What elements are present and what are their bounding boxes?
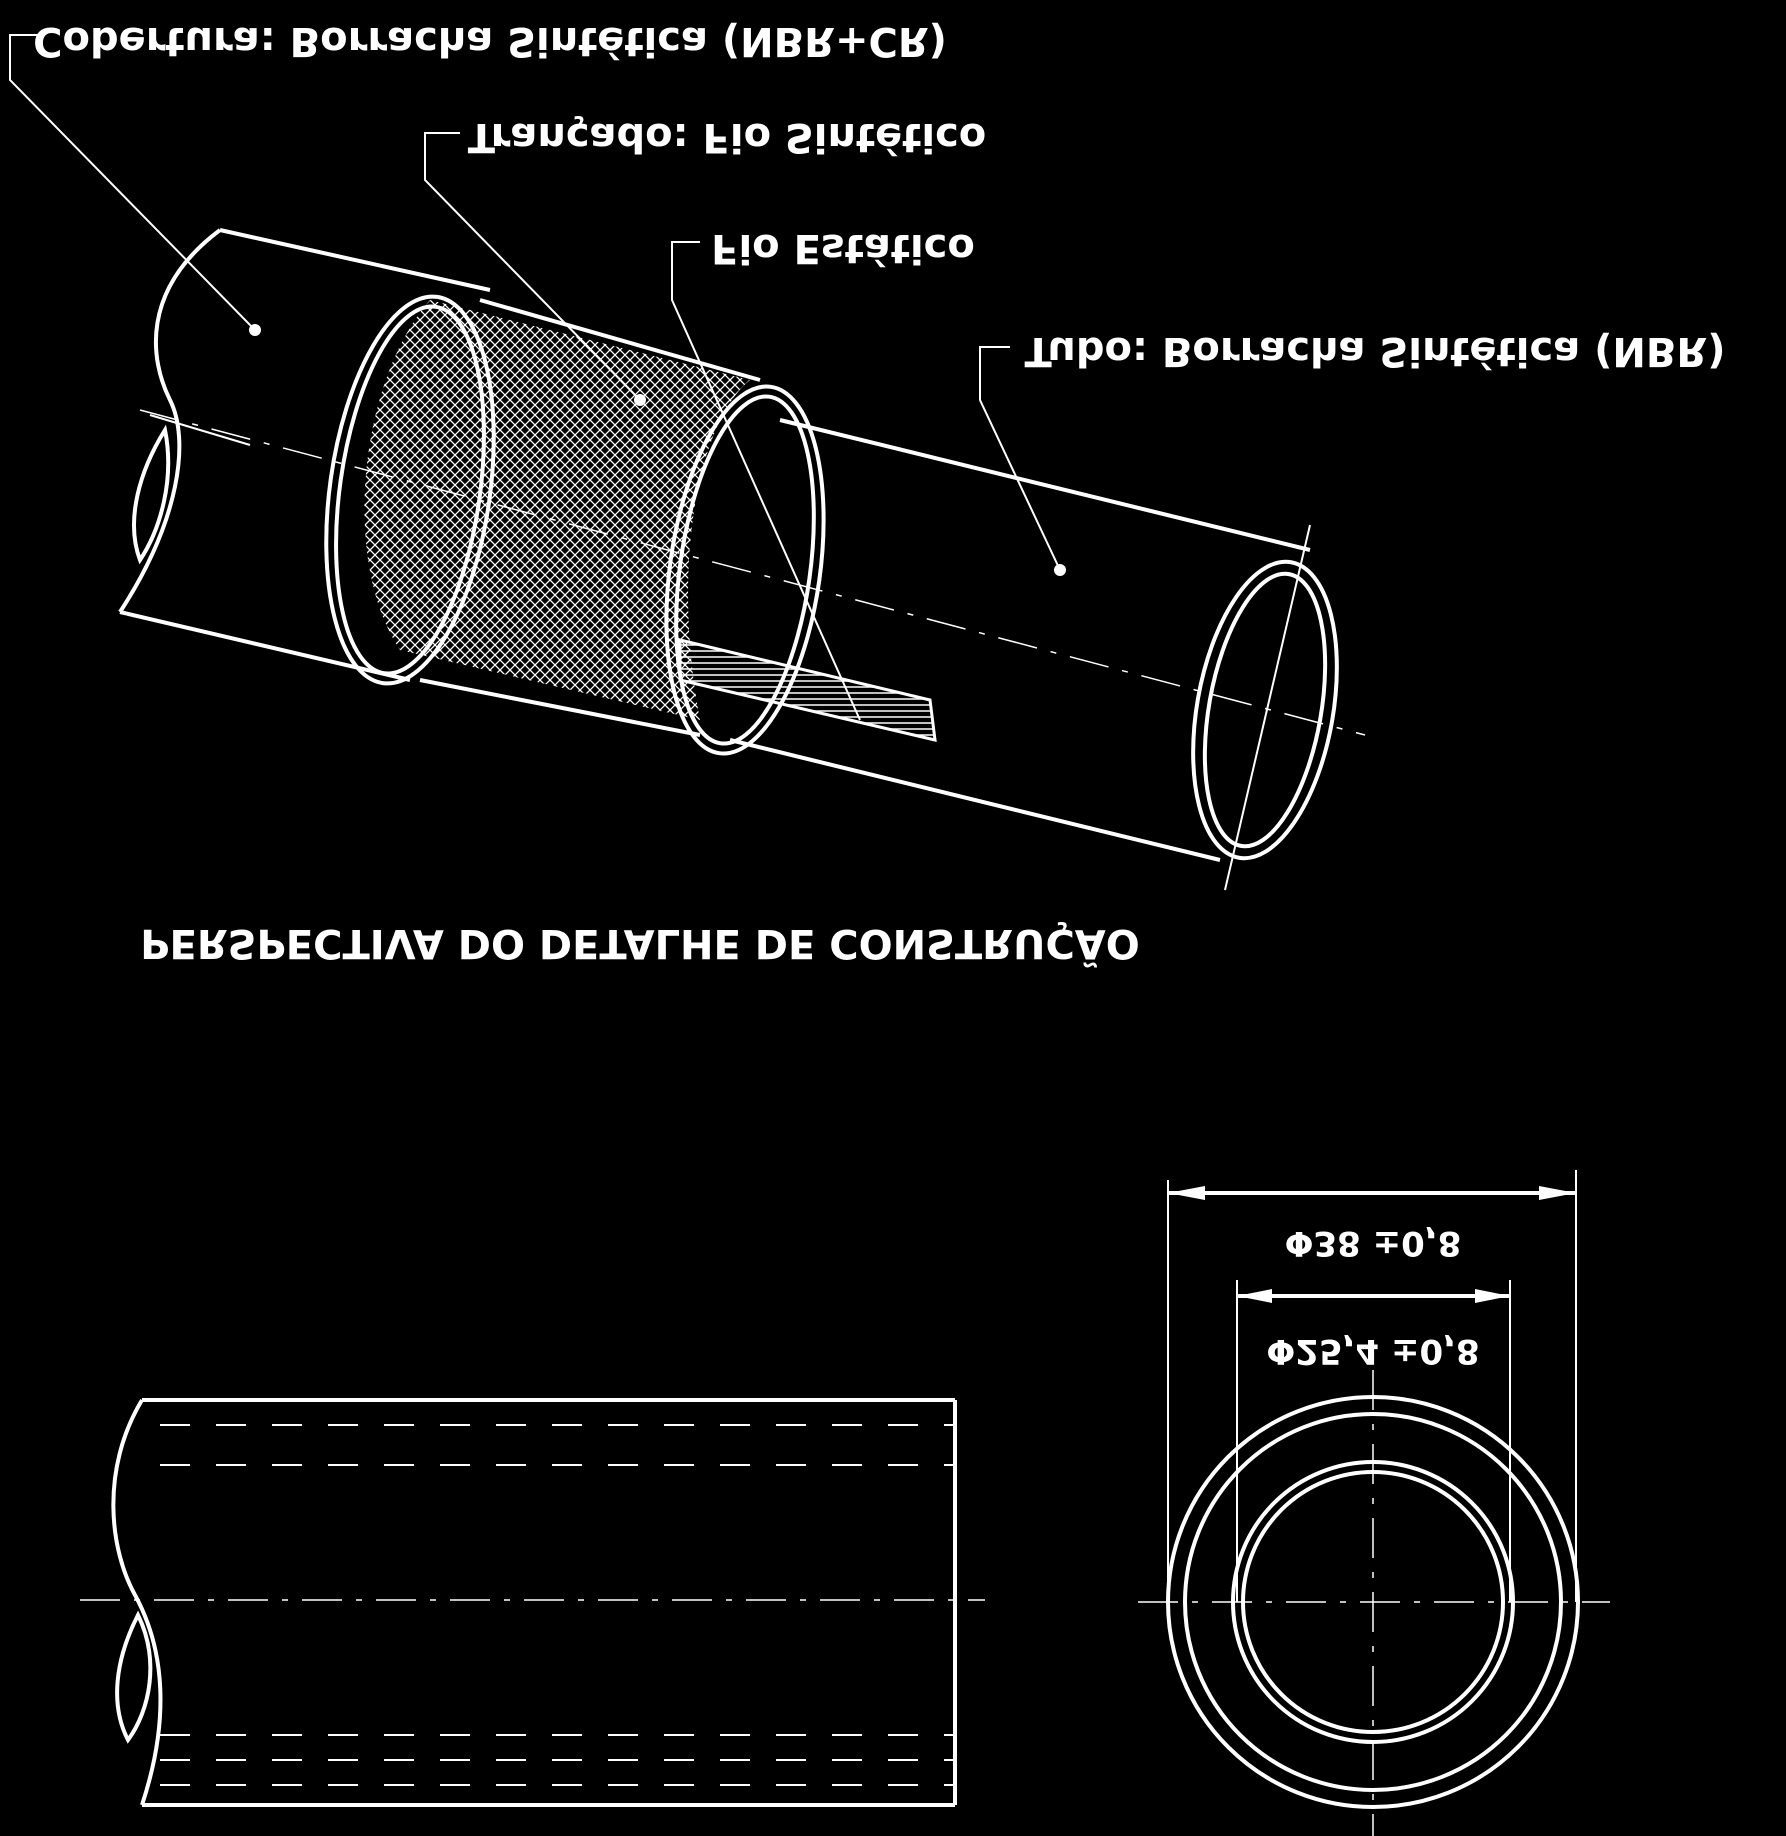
inner-tube: [729, 418, 1339, 862]
leader-lines: [9, 34, 1066, 721]
braid-section: [324, 294, 826, 756]
inner-diameter-label: Φ25,4 ±0,8: [1266, 1331, 1479, 1371]
outer-diameter-label: Φ38 ±0,8: [1285, 1223, 1462, 1263]
outer-diameter-dimension: Φ38 ±0,8: [1167, 1170, 1577, 1602]
label-cobertura: Cobertura: Borracha Sintética (NBR+CR): [33, 18, 947, 64]
end-view: Φ38 ±0,8 Φ25,4 ±0,8: [1138, 1170, 1610, 1836]
label-trancado: Trançado: Fio Sintético: [468, 114, 987, 160]
side-view: [80, 1398, 985, 1807]
perspective-view: Cobertura: Borracha Sintética (NBR+CR) T…: [9, 18, 1726, 969]
inner-diameter-dimension: Φ25,4 ±0,8: [1236, 1280, 1511, 1602]
perspective-axis: [139, 409, 1366, 736]
label-tubo: Tubo: Borracha Sintética (NBR): [1025, 328, 1726, 374]
label-perspectiva: PERSPECTIVA DO DETALHE DE CONSTRUÇÃO: [140, 920, 1140, 969]
cover-section: [118, 228, 491, 682]
label-fio-estatico: Fio Estático: [711, 225, 975, 271]
static-wire: [678, 638, 937, 742]
